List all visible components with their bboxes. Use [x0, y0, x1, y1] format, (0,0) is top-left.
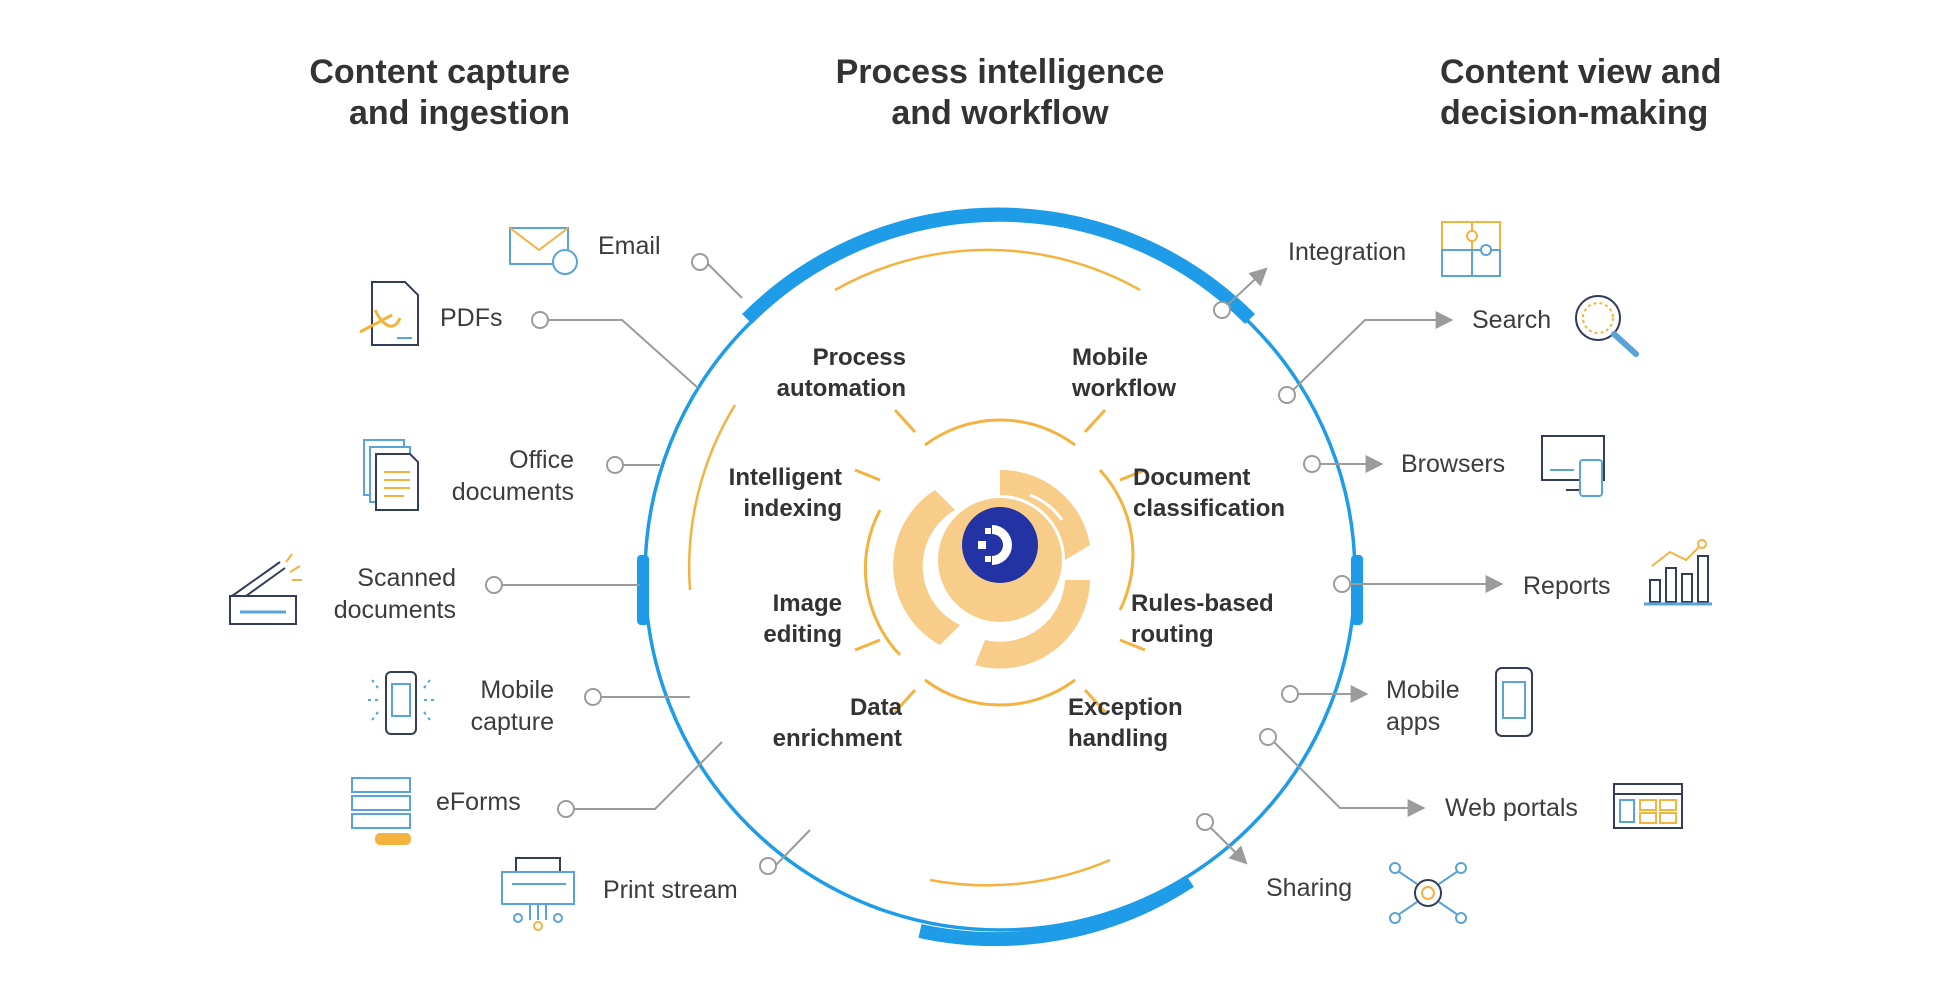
- outer-ring: [637, 207, 1363, 947]
- label-pdfs: PDFs: [440, 304, 503, 332]
- form-icon: [351, 777, 411, 845]
- label-print-stream: Print stream: [603, 876, 738, 904]
- label-eforms: eForms: [436, 788, 521, 816]
- puzzle-icon: [1441, 221, 1501, 277]
- label-browsers: Browsers: [1401, 450, 1506, 478]
- monitor-devices-icon: [1541, 435, 1605, 497]
- network-icon: [1389, 862, 1467, 924]
- right-connector-dots: [1196, 301, 1351, 831]
- phone-scan-icon: [368, 671, 434, 735]
- pdf-file-icon: [359, 281, 419, 346]
- label-search: Search: [1472, 306, 1552, 334]
- printer-icon: [501, 857, 575, 931]
- inner-orange-arcs: [687, 248, 1141, 887]
- label-integration: Integration: [1288, 238, 1407, 266]
- label-reports: Reports: [1523, 572, 1611, 600]
- bar-chart-icon: [1644, 539, 1712, 606]
- label-sharing: Sharing: [1266, 874, 1353, 902]
- scanner-icon: [229, 553, 302, 625]
- document-stack-icon: [363, 439, 419, 511]
- label-web-portals: Web portals: [1445, 794, 1578, 822]
- central-hub: [854, 408, 1146, 714]
- label-email: Email: [598, 232, 661, 260]
- phone-icon: [1495, 667, 1533, 737]
- left-connector-dots: [485, 253, 777, 875]
- left-connectors: [502, 261, 811, 867]
- right-connectors: [1207, 267, 1504, 865]
- envelope-icon: [509, 227, 578, 275]
- logo-icon: [962, 507, 1038, 583]
- magnifier-icon: [1575, 295, 1639, 357]
- web-layout-icon: [1613, 783, 1683, 829]
